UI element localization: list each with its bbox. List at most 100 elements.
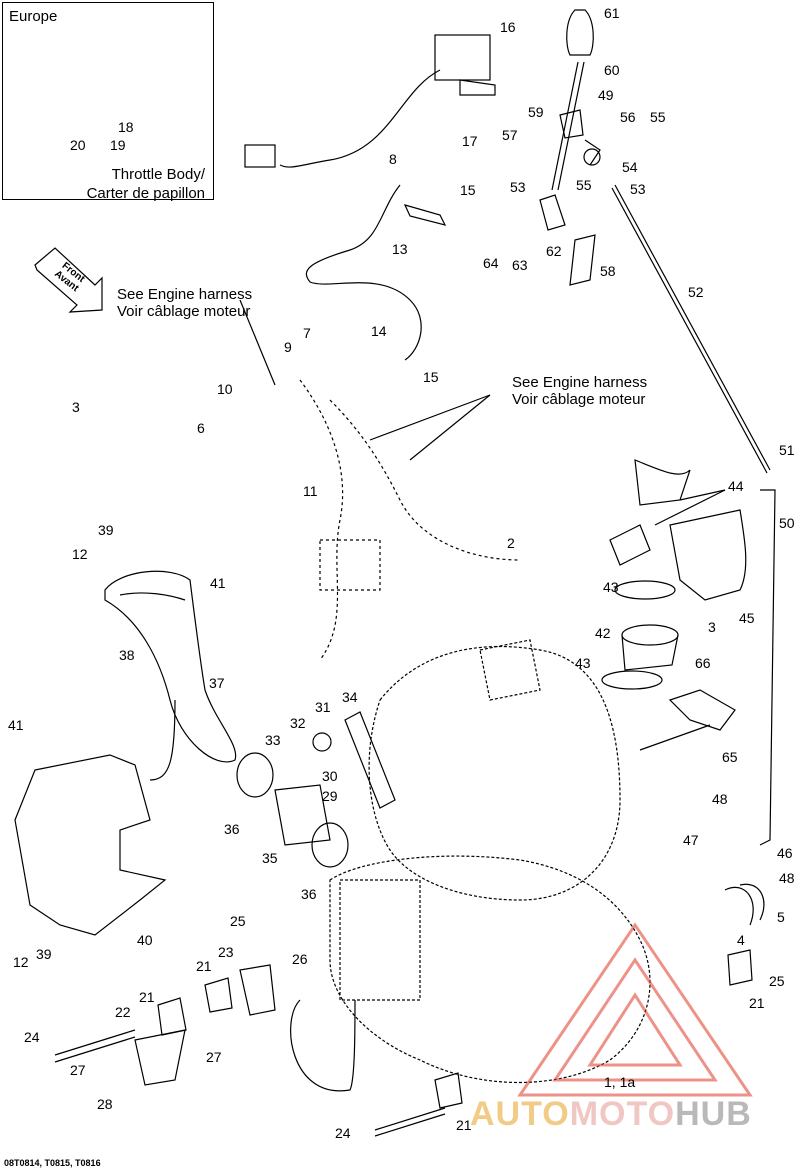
callout: 48 xyxy=(712,791,728,807)
watermark-text: AUTOMOTOHUB xyxy=(470,1095,752,1134)
callout: 28 xyxy=(97,1096,113,1112)
callout: 30 xyxy=(322,768,338,784)
heat-guard xyxy=(14,754,167,936)
engine-harness-note-left: See Engine harness Voir câblage moteur xyxy=(117,286,252,320)
callout: 22 xyxy=(115,1004,131,1020)
callout: 24 xyxy=(335,1125,351,1141)
callout: 62 xyxy=(546,243,562,259)
callout: 37 xyxy=(209,675,225,691)
air-box xyxy=(669,509,747,601)
caption-en: Throttle Body/ xyxy=(111,166,205,183)
note-fr: Voir câblage moteur xyxy=(117,303,251,320)
callout: 20 xyxy=(70,137,86,153)
callout: 47 xyxy=(683,832,699,848)
callout: 64 xyxy=(483,255,499,271)
callout: 40 xyxy=(137,932,153,948)
callout: 15 xyxy=(460,182,476,198)
callout: 3 xyxy=(708,619,716,635)
callout: 38 xyxy=(119,647,135,663)
callout: 65 xyxy=(722,749,738,765)
callout: 36 xyxy=(301,886,317,902)
callout: 21 xyxy=(749,995,765,1011)
callout: 18 xyxy=(118,119,134,135)
document-reference: 08T0814, T0815, T0816 xyxy=(4,1158,101,1168)
callout: 51 xyxy=(779,442,795,458)
callout: 60 xyxy=(604,62,620,78)
callout: 53 xyxy=(510,179,526,195)
callout: 52 xyxy=(688,284,704,300)
watermark-part: AUTO xyxy=(470,1095,570,1133)
callout: 25 xyxy=(230,913,246,929)
note-en: See Engine harness xyxy=(117,286,253,303)
callout: 4 xyxy=(737,932,745,948)
callout: 21 xyxy=(196,958,212,974)
callout: 61 xyxy=(604,5,620,21)
callout: 11 xyxy=(303,483,318,499)
callout: 2 xyxy=(507,535,515,551)
callout: 44 xyxy=(728,478,744,494)
callout: 53 xyxy=(630,181,646,197)
callout: 48 xyxy=(779,870,795,886)
callout: 25 xyxy=(769,973,785,989)
callout: 58 xyxy=(600,263,616,279)
inset-caption: Throttle Body/ Carter de papillon xyxy=(87,165,205,203)
callout: 19 xyxy=(110,137,126,153)
callout: 39 xyxy=(36,946,52,962)
callout: 41 xyxy=(210,575,226,591)
callout: 49 xyxy=(598,87,614,103)
callout: 6 xyxy=(197,420,205,436)
inset-title: Europe xyxy=(9,8,58,25)
callout: 63 xyxy=(512,257,528,273)
watermark-part: HUB xyxy=(675,1095,752,1133)
callout: 55 xyxy=(576,177,592,193)
callout: 31 xyxy=(315,699,331,715)
callout: 12 xyxy=(72,546,88,562)
callout: 27 xyxy=(70,1062,86,1078)
callout: 46 xyxy=(777,845,793,861)
callout: 24 xyxy=(24,1029,40,1045)
callout: 32 xyxy=(290,715,306,731)
callout: 13 xyxy=(392,241,408,257)
callout: 1, 1a xyxy=(604,1074,636,1090)
europe-inset: Europe Throttle Body/ Carter de papillon xyxy=(2,2,214,203)
callout: 9 xyxy=(284,339,292,355)
callout: 21 xyxy=(139,989,155,1005)
callout: 10 xyxy=(217,381,233,397)
note-en: See Engine harness xyxy=(512,374,648,391)
callout: 55 xyxy=(650,109,666,125)
callout: 3 xyxy=(72,399,80,415)
callout: 50 xyxy=(779,515,795,531)
watermark-triangle xyxy=(517,922,753,1097)
callout: 7 xyxy=(303,325,311,341)
callout: 36 xyxy=(224,821,240,837)
callout: 39 xyxy=(98,522,114,538)
engine-block xyxy=(329,639,651,1083)
callout: 15 xyxy=(423,369,439,385)
callout: 17 xyxy=(462,133,478,149)
callout: 21 xyxy=(456,1117,472,1133)
callout: 42 xyxy=(595,625,611,641)
callout: 56 xyxy=(620,109,636,125)
callout: 26 xyxy=(292,951,308,967)
callout: 27 xyxy=(206,1049,222,1065)
callout: 16 xyxy=(500,19,516,35)
note-fr: Voir câblage moteur xyxy=(512,391,646,408)
watermark-part: MOTO xyxy=(569,1095,676,1133)
callout: 29 xyxy=(322,788,338,804)
callout: 59 xyxy=(528,104,544,120)
callout: 43 xyxy=(603,579,619,595)
callout: 57 xyxy=(502,127,518,143)
front-arrow xyxy=(34,247,103,313)
callout: 33 xyxy=(265,732,281,748)
callout: 14 xyxy=(371,323,387,339)
callout: 35 xyxy=(262,850,278,866)
callout: 34 xyxy=(342,689,358,705)
callout: 41 xyxy=(8,717,24,733)
callout: 54 xyxy=(622,159,638,175)
callout: 23 xyxy=(218,944,234,960)
callout: 5 xyxy=(777,909,785,925)
callout: 8 xyxy=(389,151,397,167)
callout: 12 xyxy=(13,954,29,970)
